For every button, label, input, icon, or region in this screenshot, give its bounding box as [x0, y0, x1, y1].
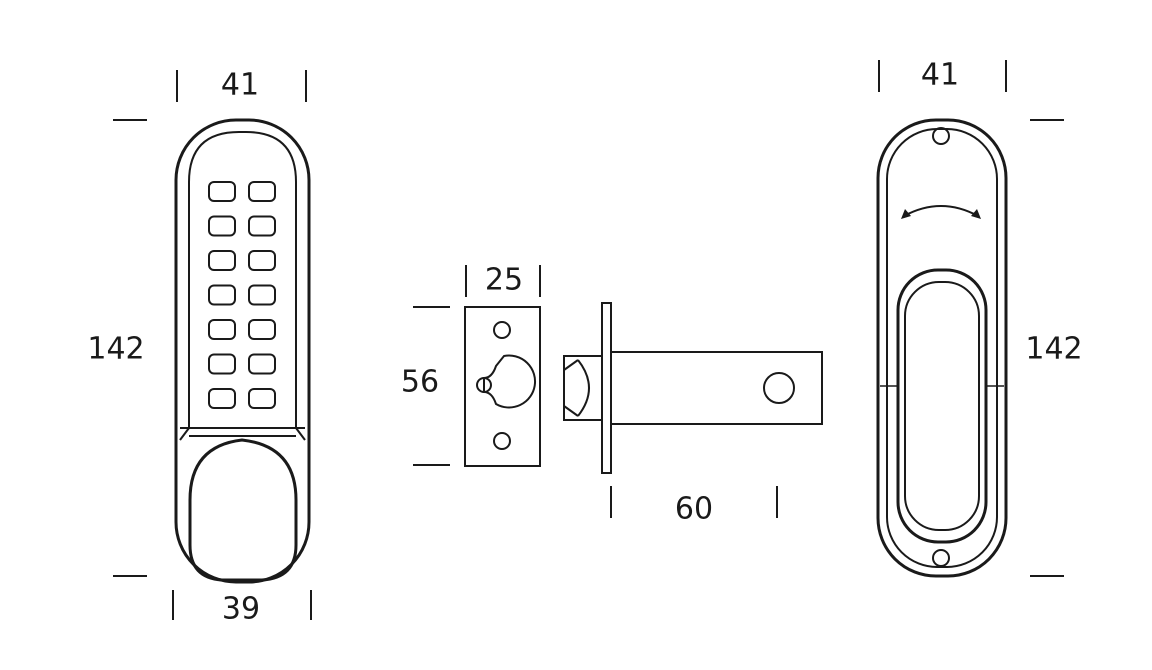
- keypad-button: [208, 319, 236, 340]
- keypad-button: [208, 215, 236, 237]
- keypad-band-edge-left: [179, 427, 190, 441]
- front-bottom-width-label: 39: [222, 592, 260, 627]
- back-plate-outer: [876, 118, 1008, 578]
- latch-bolt: [563, 355, 602, 421]
- keypad-button: [248, 181, 276, 202]
- latch-view: 60: [563, 302, 823, 527]
- latch-bolt-edge-bottom: [563, 405, 579, 417]
- strike-plate-view: 25 56: [401, 263, 541, 467]
- back-height-label: 142: [1025, 332, 1082, 367]
- keypad-buttons: [208, 181, 276, 409]
- strike-latch-opening: [483, 354, 537, 409]
- front-width-label: 41: [221, 68, 259, 103]
- keypad-knob: [188, 438, 298, 582]
- back-view: 41 142: [876, 58, 1083, 578]
- back-handle-outer: [896, 268, 988, 544]
- latch-spindle-hole: [763, 372, 795, 404]
- keypad-button: [248, 250, 276, 271]
- keypad-body-outer: [174, 118, 311, 584]
- back-handle-inner: [904, 281, 980, 531]
- strike-screw-hole-top: [493, 321, 511, 339]
- latch-bolt-edge-top: [563, 359, 579, 371]
- keypad-panel: [188, 131, 297, 428]
- strike-plate: [464, 306, 541, 467]
- strike-width-label: 25: [485, 263, 523, 298]
- keypad-band-edge-right: [295, 427, 306, 441]
- keypad-button: [248, 215, 276, 237]
- rotate-arrow-head-left: [901, 209, 911, 219]
- strike-latch-pin: [476, 377, 492, 393]
- keypad-button: [208, 181, 236, 202]
- latch-bolt-bevel: [577, 359, 590, 417]
- keypad-button: [248, 388, 276, 409]
- latch-face-plate: [601, 302, 612, 474]
- keypad-button: [248, 284, 276, 306]
- latch-length-label: 60: [675, 492, 713, 527]
- rotate-arrow-head-right: [971, 209, 981, 219]
- back-plate-inner: [886, 128, 998, 568]
- keypad-button: [248, 319, 276, 340]
- latch-body: [610, 351, 823, 425]
- strike-screw-hole-bottom: [493, 432, 511, 450]
- keypad-button: [248, 353, 276, 375]
- back-screw-hole-bottom: [932, 549, 950, 567]
- keypad-button: [208, 353, 236, 375]
- strike-height-label: 56: [401, 365, 439, 400]
- front-view: 41 142 39: [87, 68, 312, 627]
- front-height-label: 142: [87, 332, 144, 367]
- keypad-button: [208, 388, 236, 409]
- back-screw-hole-top: [932, 127, 950, 145]
- rotate-arrow-arc: [903, 205, 979, 217]
- keypad-button: [208, 284, 236, 306]
- keypad-button: [208, 250, 236, 271]
- rotate-arrow-icon: [901, 205, 981, 219]
- back-width-label: 41: [921, 58, 959, 93]
